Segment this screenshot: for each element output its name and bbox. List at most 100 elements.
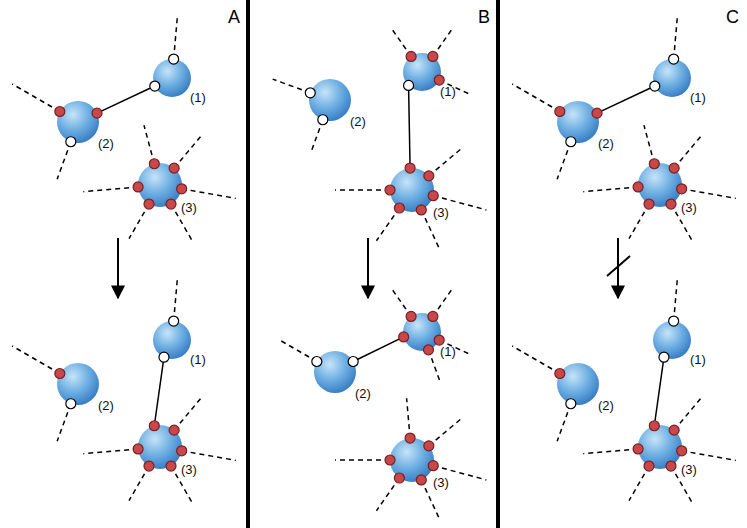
red-patch xyxy=(166,461,176,471)
open-bond xyxy=(129,466,149,501)
open-bond xyxy=(391,28,411,57)
red-patch xyxy=(406,51,416,61)
open-bond xyxy=(12,84,60,112)
red-patch xyxy=(592,108,602,118)
red-patch xyxy=(666,461,676,471)
red-patch xyxy=(394,473,404,483)
open-bond xyxy=(682,189,736,199)
open-bond xyxy=(174,14,178,59)
white-patch xyxy=(650,81,660,91)
particle-number: (3) xyxy=(681,463,697,476)
particle-number: (1) xyxy=(690,91,706,104)
open-bond xyxy=(429,417,463,446)
open-bond xyxy=(12,346,60,374)
white-patch xyxy=(150,81,160,91)
open-bond xyxy=(433,28,453,57)
forbidden-slash xyxy=(607,256,630,276)
red-patch xyxy=(385,455,395,465)
particle-number: (1) xyxy=(190,91,206,104)
panel-letter: B xyxy=(478,8,490,26)
open-bond xyxy=(512,84,560,112)
particle-number: (2) xyxy=(355,387,371,400)
red-patch xyxy=(133,444,143,454)
red-patch xyxy=(405,433,415,443)
particle-number: (3) xyxy=(181,201,197,214)
open-bond xyxy=(629,466,649,501)
bond xyxy=(654,357,664,426)
open-bond xyxy=(674,14,678,59)
particle: (1) xyxy=(153,59,191,97)
red-patch xyxy=(555,107,565,117)
red-patch xyxy=(666,199,676,209)
red-patch xyxy=(55,107,65,117)
particle-number: (3) xyxy=(433,476,449,489)
open-bond xyxy=(376,208,399,241)
red-patch xyxy=(677,184,687,194)
particle-number: (2) xyxy=(350,115,366,128)
particle: (2) xyxy=(57,363,99,405)
open-bond xyxy=(376,478,399,511)
panel-divider xyxy=(246,0,250,528)
particle: (2) xyxy=(314,351,356,393)
particle-number: (1) xyxy=(690,353,706,366)
open-bond xyxy=(433,288,453,317)
white-patch xyxy=(66,399,76,409)
red-patch xyxy=(434,335,444,345)
red-patch xyxy=(434,75,444,85)
particle: (1) xyxy=(403,53,441,91)
bonds xyxy=(97,85,664,425)
transition-arrow xyxy=(367,238,369,298)
particle-number: (1) xyxy=(190,353,206,366)
red-patch xyxy=(649,159,659,169)
red-patch xyxy=(394,203,404,213)
red-patch xyxy=(416,475,426,485)
red-patch xyxy=(166,199,176,209)
particle-number: (1) xyxy=(440,85,456,98)
red-patch xyxy=(144,461,154,471)
bond xyxy=(154,357,164,426)
red-patch xyxy=(169,425,179,435)
open-bond xyxy=(674,276,678,321)
red-patch xyxy=(428,51,438,61)
particle: (3) xyxy=(390,168,434,212)
particle: (3) xyxy=(638,163,682,207)
transition-arrow xyxy=(117,238,119,298)
bond xyxy=(409,85,411,168)
red-patch xyxy=(177,184,187,194)
particle-number: (2) xyxy=(98,137,114,150)
red-patch xyxy=(555,369,565,379)
open-bond xyxy=(682,451,736,461)
white-patch xyxy=(348,357,358,367)
open-bond xyxy=(129,204,149,239)
white-patch xyxy=(404,80,414,90)
panel-letter: C xyxy=(726,8,739,26)
particle: (2) xyxy=(557,363,599,405)
open-bond xyxy=(335,189,390,191)
particle: (1) xyxy=(653,59,691,97)
red-patch xyxy=(633,444,643,454)
open-bond xyxy=(57,404,71,442)
particle-number: (3) xyxy=(181,463,197,476)
red-patch xyxy=(416,205,426,215)
bond xyxy=(597,86,655,113)
white-patch xyxy=(566,399,576,409)
open-bonds xyxy=(12,14,736,520)
red-patch xyxy=(55,369,65,379)
open-bond xyxy=(182,189,236,199)
particle: (3) xyxy=(638,425,682,469)
open-bond xyxy=(407,398,410,438)
particle: (2) xyxy=(57,101,99,143)
red-patch xyxy=(633,182,643,192)
open-bond xyxy=(512,346,560,374)
open-bond xyxy=(335,459,390,461)
white-patch xyxy=(305,88,315,98)
white-patch xyxy=(669,316,679,326)
particle: (3) xyxy=(138,163,182,207)
white-patch xyxy=(169,54,179,64)
particle-number: (2) xyxy=(598,399,614,412)
red-patch xyxy=(92,108,102,118)
red-patch xyxy=(406,311,416,321)
red-patch xyxy=(649,421,659,431)
particle-number: (3) xyxy=(681,201,697,214)
red-patch xyxy=(149,159,159,169)
